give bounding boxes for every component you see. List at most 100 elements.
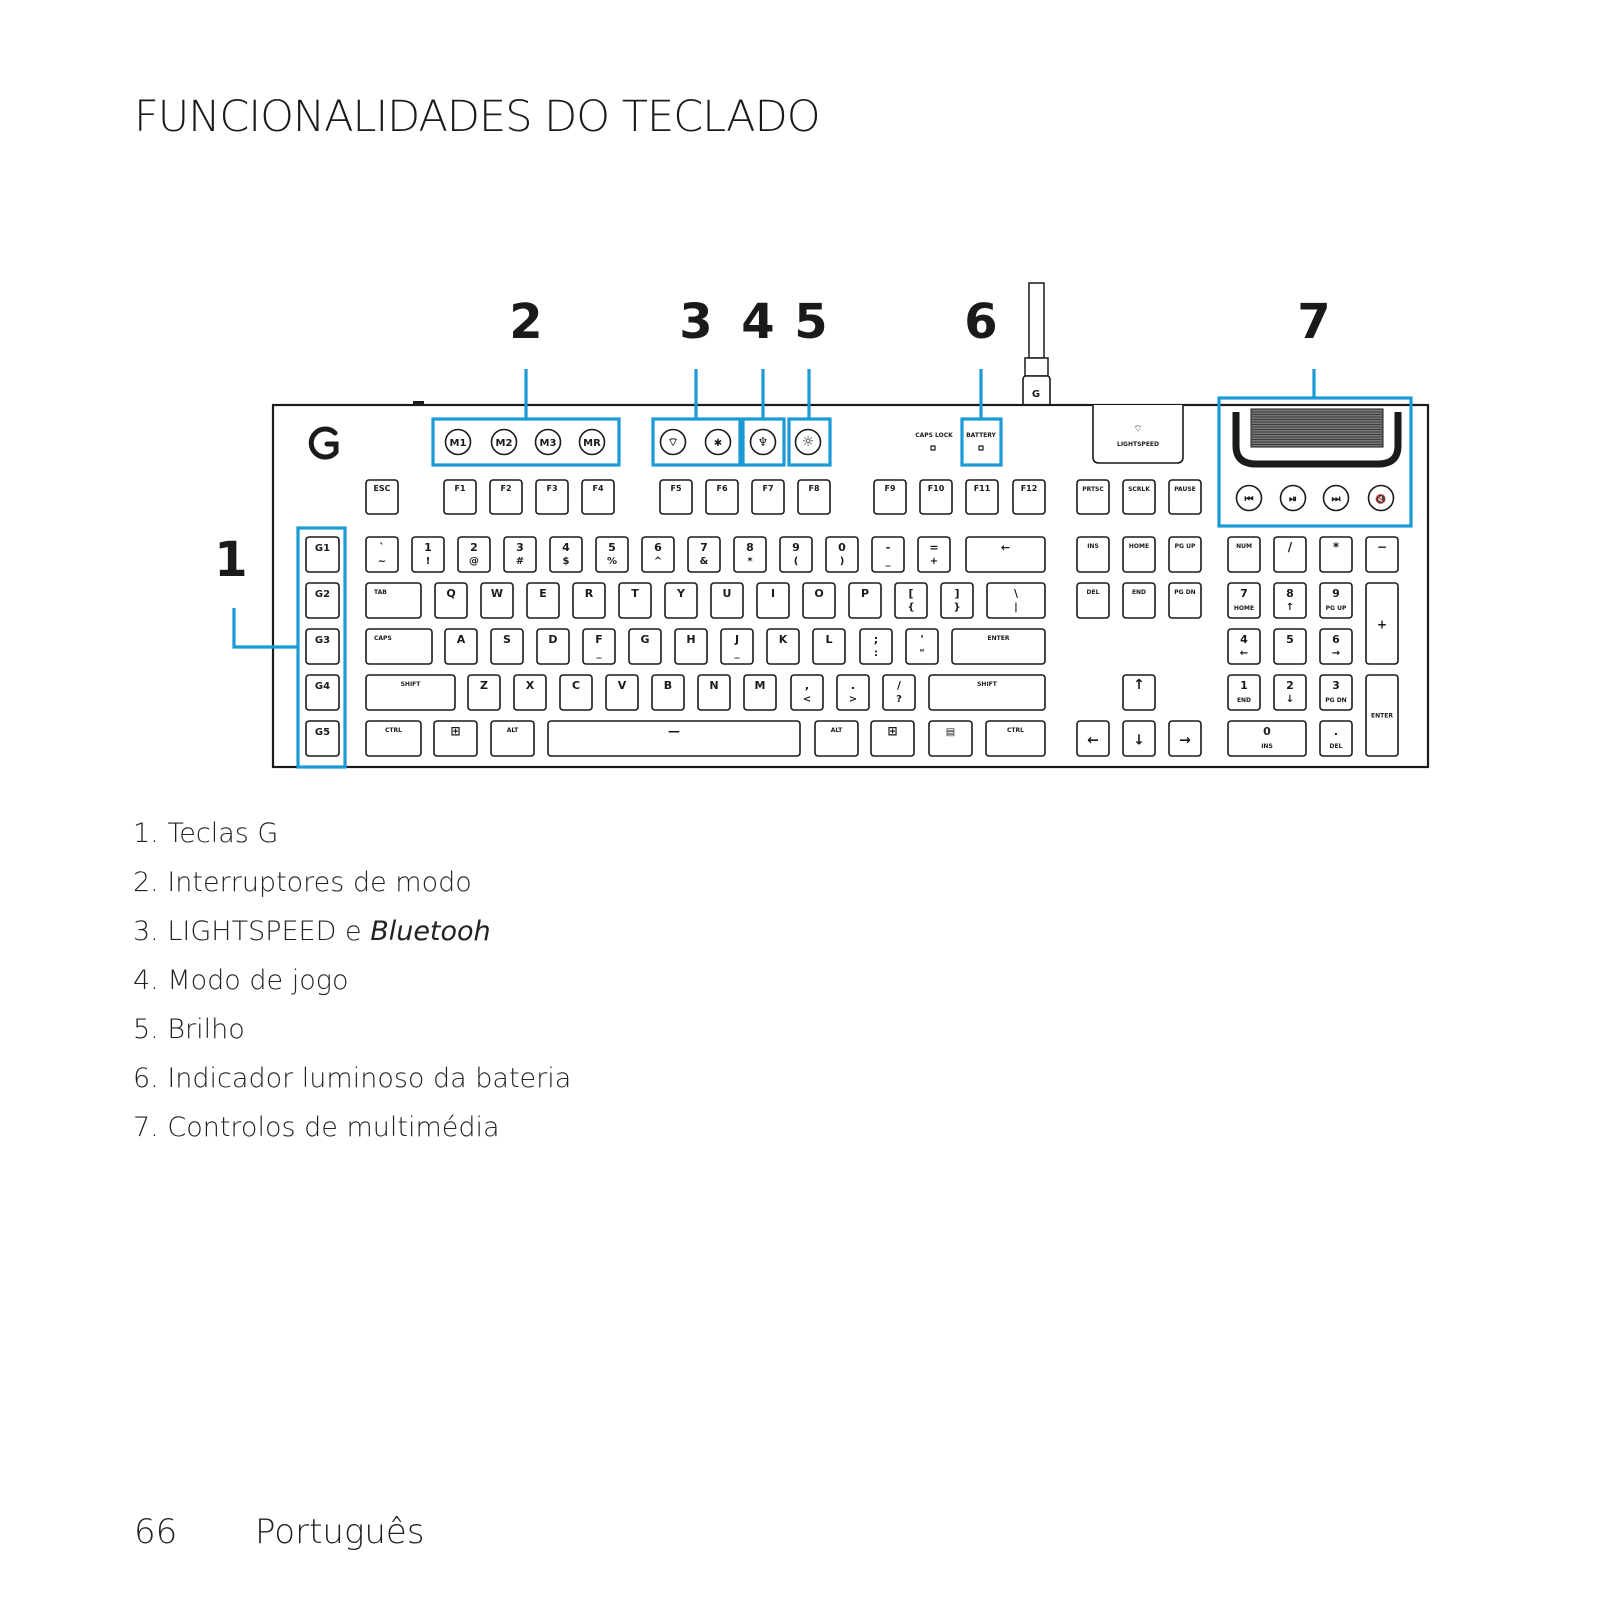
key-outline xyxy=(1319,536,1353,573)
lightspeed-label: LIGHTSPEED xyxy=(1117,441,1159,448)
key-sublabel: ? xyxy=(896,694,902,705)
key-outline xyxy=(710,582,744,619)
key-label: G5 xyxy=(315,727,330,738)
key-p: P xyxy=(848,582,882,619)
key-outline xyxy=(365,674,456,711)
key-outline xyxy=(705,479,739,515)
key-5: 5% xyxy=(595,536,629,573)
battery-indicator-label: BATTERY xyxy=(966,432,996,439)
key-n: N xyxy=(697,674,731,711)
key-sublabel: INS xyxy=(1261,743,1273,750)
key-sublabel: ( xyxy=(794,556,799,567)
legend-text-italic: Bluetooh xyxy=(370,916,491,947)
key-outline xyxy=(1273,674,1307,711)
key-label: G xyxy=(640,633,649,646)
key-ins: INS xyxy=(1076,536,1110,573)
key-h: H xyxy=(674,628,708,665)
key-label: ESC xyxy=(373,484,390,493)
key-outline xyxy=(1273,582,1307,619)
page-number: 66 xyxy=(134,1512,178,1552)
key-outline xyxy=(1122,479,1156,515)
key-outline xyxy=(802,582,836,619)
key-outline xyxy=(572,582,606,619)
key-9: 9PG UP xyxy=(1319,582,1353,619)
key-outline xyxy=(1076,479,1110,515)
key-8: 8* xyxy=(733,536,767,573)
key-4: 4$ xyxy=(549,536,583,573)
key-label: B xyxy=(664,679,672,692)
button-glyph: ⏯ xyxy=(1289,494,1297,505)
key-outline xyxy=(1273,536,1307,573)
legend-text: Indicador luminoso da bateria xyxy=(167,1063,572,1094)
key-label: 5 xyxy=(1286,633,1294,646)
key-outline xyxy=(1122,536,1156,573)
key-label: . xyxy=(851,679,855,692)
key-outline xyxy=(559,674,593,711)
key-sublabel: < xyxy=(803,694,811,705)
key-outline xyxy=(1122,720,1156,757)
key-sublabel: ^ xyxy=(654,556,662,567)
key-outline xyxy=(526,582,560,619)
key-label: 6 xyxy=(1332,633,1340,646)
key-outline xyxy=(1227,582,1261,619)
key-sublabel: + xyxy=(930,556,938,567)
button-circle xyxy=(1322,484,1350,512)
key-label: 0 xyxy=(1263,725,1271,738)
key-outline xyxy=(790,674,824,711)
key-label: F4 xyxy=(592,484,603,493)
key-label: — xyxy=(668,724,680,738)
key-label: F xyxy=(595,633,603,646)
key-sym: ↓ xyxy=(1122,720,1156,757)
mode-key-mr: MR xyxy=(578,428,606,456)
key-outline xyxy=(1227,536,1261,573)
key-outline xyxy=(549,536,583,573)
legend-item: 2. Interruptores de modo xyxy=(133,867,472,898)
key-m: M xyxy=(743,674,777,711)
key-label: U xyxy=(723,587,732,600)
key-ctrl: CTRL xyxy=(985,720,1046,757)
play-pause-icon: ⏯ xyxy=(1279,484,1307,512)
key-outline xyxy=(365,628,433,665)
leader-line-1 xyxy=(232,608,298,649)
key-sym: .DEL xyxy=(1319,720,1353,757)
key-label: * xyxy=(1333,540,1340,554)
key-outline xyxy=(1168,582,1202,619)
key-f11: F11 xyxy=(965,479,999,515)
mode-key-label: M1 xyxy=(450,438,467,449)
key-label: F10 xyxy=(928,484,945,493)
key-label: SCRLK xyxy=(1128,486,1150,493)
mode-key-label: M2 xyxy=(496,438,513,449)
key-sym: ,< xyxy=(790,674,824,711)
legend-text: Teclas G xyxy=(167,818,279,849)
key-label: Y xyxy=(676,587,686,600)
key-label: 3 xyxy=(516,541,524,554)
button-glyph: ☼ xyxy=(802,434,815,450)
key-label: / xyxy=(897,679,902,692)
key-label: N xyxy=(709,679,718,692)
key-outline xyxy=(434,582,468,619)
key-sublabel: ↑ xyxy=(1286,602,1294,613)
key-label: ' xyxy=(920,633,923,646)
key-label: ALT xyxy=(507,727,519,734)
button-circle xyxy=(794,428,822,456)
key-outline xyxy=(305,536,340,573)
key-q: Q xyxy=(434,582,468,619)
key-label: A xyxy=(457,633,466,646)
callout-number-2: 2 xyxy=(509,294,542,350)
key-outline xyxy=(882,674,916,711)
key-g5: G5 xyxy=(305,720,340,757)
key-outline xyxy=(756,582,790,619)
key-sublabel: DEL xyxy=(1330,743,1343,750)
footer-language: Português xyxy=(255,1512,425,1552)
key-label: G2 xyxy=(315,589,330,600)
key-label: 8 xyxy=(746,541,754,554)
key-sym: ▤ xyxy=(928,720,973,757)
key-a: A xyxy=(444,628,478,665)
key-label: F9 xyxy=(884,484,895,493)
legend-item: 7. Controlos de multimédia xyxy=(133,1112,500,1143)
key-label: / xyxy=(1288,540,1293,554)
key-label: ← xyxy=(1087,733,1099,749)
mode-key-m2: M2 xyxy=(490,428,518,456)
key-enter: ENTER xyxy=(1365,674,1399,757)
key-outline xyxy=(365,720,422,757)
